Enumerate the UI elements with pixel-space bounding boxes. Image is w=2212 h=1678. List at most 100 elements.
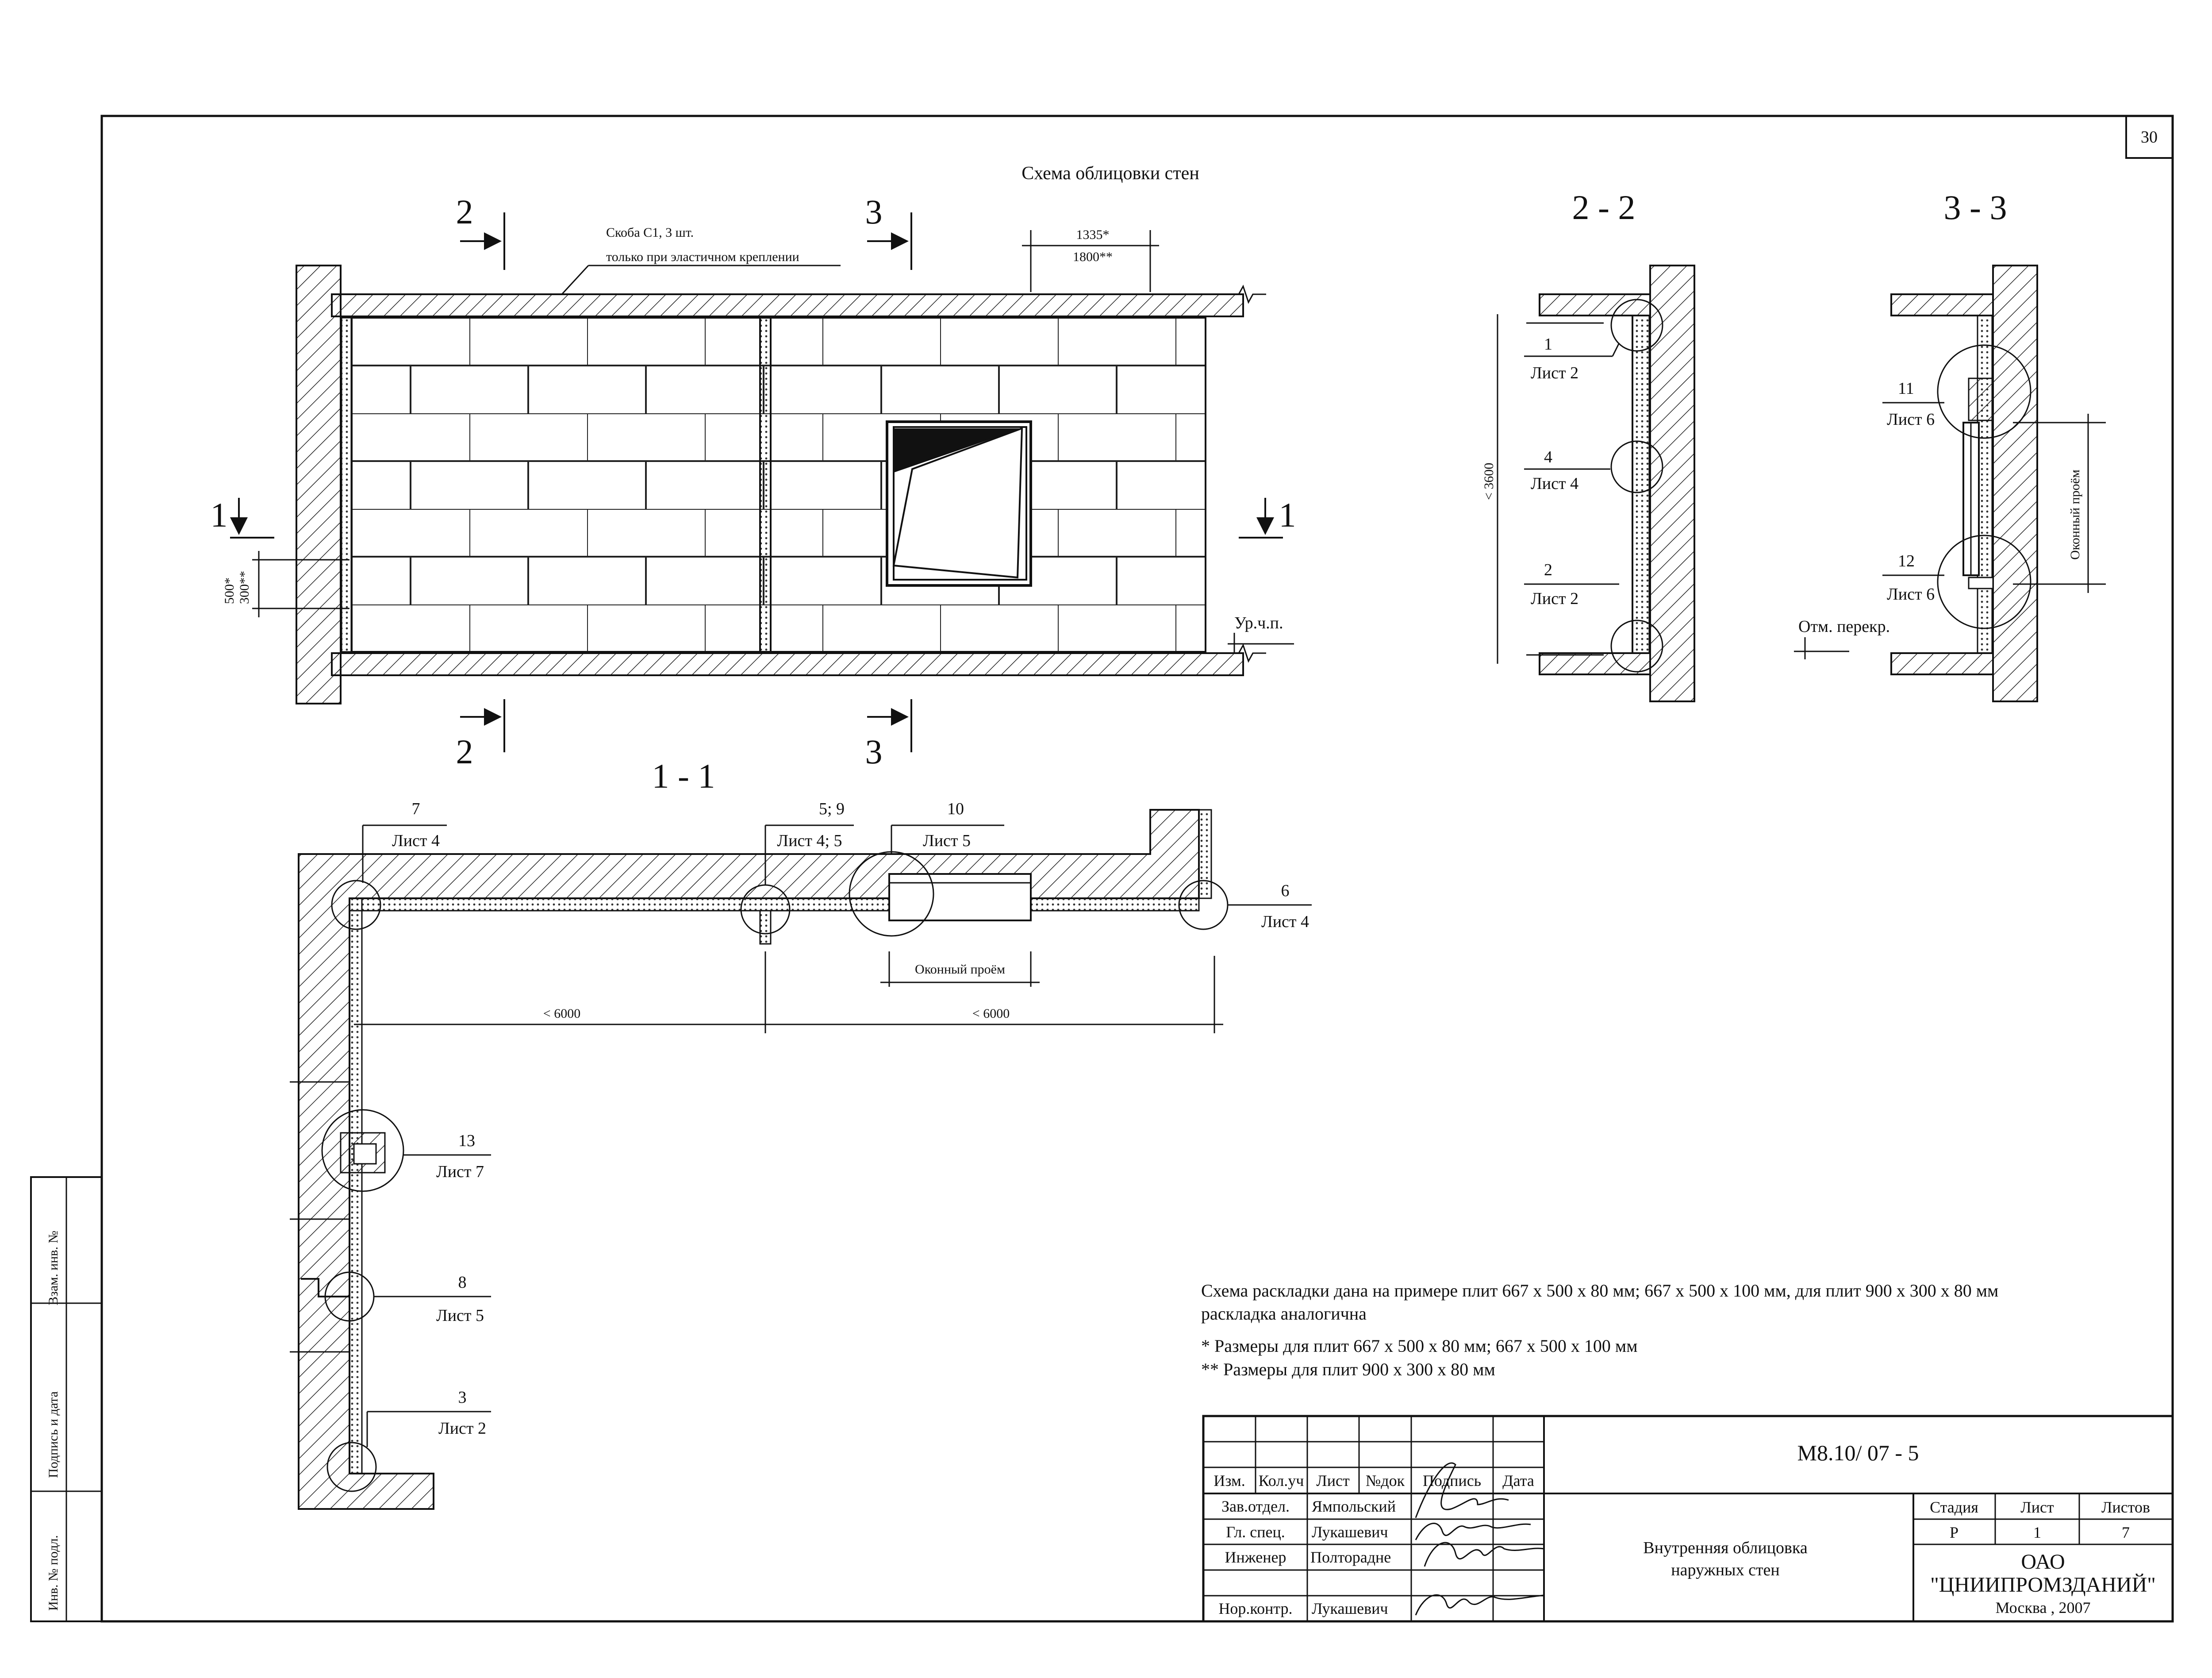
tb-header-sign: Подпись <box>1423 1472 1481 1489</box>
note-line-3: * Размеры для плит 667 х 500 х 80 мм; 66… <box>1201 1336 1638 1356</box>
plan-window <box>888 873 1032 921</box>
callout-2-2-a: 1 Лист 2 <box>1524 335 1620 382</box>
tb-name-2: Полторадне <box>1310 1548 1391 1566</box>
section-3-3-window-opening: Оконный проём <box>2068 470 2082 560</box>
stage-label: Стадия <box>1930 1498 1978 1516</box>
elevation-left-wall <box>296 265 342 704</box>
cladding-panels <box>351 317 1206 653</box>
bracket-note-1: Скоба С1, 3 шт. <box>606 225 694 240</box>
callout-plan-13: 13 Лист 7 <box>403 1131 491 1181</box>
section-2-2: 2 - 2 < 3600 1 Лист 2 4 Лист 4 2 Лист 2 <box>1482 188 1695 702</box>
sheet-value: 1 <box>2033 1524 2041 1541</box>
svg-text:Лист 2: Лист 2 <box>438 1419 486 1438</box>
stamp-replacement-inv: Взам. инв. № <box>46 1231 61 1305</box>
svg-text:Лист 4: Лист 4 <box>392 831 440 850</box>
plan-1-1-title: 1 - 1 <box>652 757 715 795</box>
svg-text:Лист 2: Лист 2 <box>1531 364 1578 382</box>
sheet-frame: 30 <box>100 115 2174 1623</box>
stamp-signature-date: Подпись и дата <box>46 1391 61 1478</box>
callout-2-2-b: 4 Лист 4 <box>1524 448 1610 493</box>
note-line-2: раскладка аналогична <box>1201 1304 1367 1324</box>
section-2-2-title: 2 - 2 <box>1572 188 1636 227</box>
tb-role-2: Инженер <box>1225 1548 1286 1566</box>
svg-text:Лист 5: Лист 5 <box>436 1306 484 1325</box>
callout-plan-7: 7 Лист 4 <box>362 800 447 883</box>
svg-text:Лист 7: Лист 7 <box>436 1162 484 1181</box>
floor-level-label: Ур.ч.п. <box>1234 614 1283 632</box>
signatures <box>1415 1462 1544 1616</box>
section-mark-3-bottom: 3 <box>865 732 883 771</box>
elevation-top-slab <box>331 293 1244 317</box>
section-3-3: 3 - 3 Оконный проём 11 Лист 6 12 Лист 6 … <box>1794 188 2106 702</box>
section-mark-2-bottom: 2 <box>456 732 473 771</box>
dim-side-1: 500* <box>222 577 237 604</box>
title-block: М8.10/ 07 - 5 Изм. Кол.уч Лист №док Подп… <box>1202 1415 2174 1623</box>
callout-2-2-c: 2 Лист 2 <box>1524 561 1619 608</box>
svg-text:8: 8 <box>458 1273 467 1292</box>
sheet-label: Лист <box>2020 1498 2054 1516</box>
svg-text:5; 9: 5; 9 <box>819 800 845 818</box>
slab-mark: Отм. перекр. <box>1794 617 1890 659</box>
svg-text:10: 10 <box>947 800 964 818</box>
svg-text:Лист 4; 5: Лист 4; 5 <box>777 831 842 850</box>
tb-header-izm: Изм. <box>1214 1472 1245 1489</box>
doc-title-1: Внутренняя облицовка <box>1643 1539 1808 1557</box>
note-line-1: Схема раскладки дана на примере плит 667… <box>1201 1281 1998 1301</box>
section-2-2-height-dim: < 3600 <box>1482 463 1496 500</box>
svg-text:Лист 2: Лист 2 <box>1531 589 1578 608</box>
side-stamp: Взам. инв. № Подпись и дата Инв. № подл. <box>30 1176 103 1622</box>
svg-text:Лист 5: Лист 5 <box>923 831 971 850</box>
bracket-note-2: только при эластичном креплении <box>606 250 799 264</box>
tb-header-kolu: Кол.уч <box>1259 1472 1304 1489</box>
svg-text:Лист 4: Лист 4 <box>1261 912 1309 931</box>
doc-title-2: наружных стен <box>1671 1561 1780 1579</box>
tb-name-0: Ямпольский <box>1312 1497 1396 1515</box>
org-line-1: ОАО <box>2021 1550 2065 1574</box>
svg-text:13: 13 <box>458 1131 475 1150</box>
svg-text:4: 4 <box>1544 448 1552 466</box>
elevation-column <box>759 317 772 653</box>
tb-header-ndok: №док <box>1366 1472 1405 1489</box>
main-title: Схема облицовки стен <box>1022 163 1199 184</box>
tb-header-list: Лист <box>1316 1472 1350 1489</box>
callout-plan-6: 6 Лист 4 <box>1228 881 1312 931</box>
tb-role-3: Нор.контр. <box>1218 1600 1292 1617</box>
dim-top-1: 1335* <box>1076 227 1110 242</box>
svg-text:1: 1 <box>1544 335 1552 354</box>
svg-text:Лист 6: Лист 6 <box>1887 410 1935 429</box>
svg-text:7: 7 <box>412 800 420 818</box>
section-mark-1-left: 1 <box>211 496 228 534</box>
section-mark-3-top: 3 <box>865 192 883 231</box>
dim-top-2: 1800** <box>1073 250 1113 264</box>
callout-plan-5-9: 5; 9 Лист 4; 5 <box>764 800 854 885</box>
sheet-number: 30 <box>2141 128 2158 146</box>
org-line-2: "ЦНИИПРОМЗДАНИЙ" <box>1930 1573 2156 1597</box>
svg-text:Отм. перекр.: Отм. перекр. <box>1798 617 1890 636</box>
sheets-label: Листов <box>2101 1498 2150 1516</box>
plan-walls <box>298 809 1200 1510</box>
tb-name-1: Лукашевич <box>1312 1523 1388 1541</box>
org-line-3: Москва , 2007 <box>1996 1599 2091 1616</box>
note-line-4: ** Размеры для плит 900 х 300 х 80 мм <box>1201 1359 1495 1379</box>
sheets-value: 7 <box>2122 1524 2130 1541</box>
stamp-original-inv: Инв. № подл. <box>46 1535 61 1611</box>
svg-text:2: 2 <box>1544 561 1552 579</box>
dim-side-2: 300** <box>237 571 252 604</box>
tb-role-0: Зав.отдел. <box>1221 1497 1290 1515</box>
svg-text:Лист 6: Лист 6 <box>1887 585 1935 604</box>
svg-text:3: 3 <box>458 1388 467 1407</box>
doc-code: М8.10/ 07 - 5 <box>1797 1440 1919 1465</box>
svg-text:Лист 4: Лист 4 <box>1531 474 1578 493</box>
notes: Схема раскладки дана на примере плит 667… <box>1201 1281 1998 1379</box>
callout-plan-10: 10 Лист 5 <box>891 800 1004 854</box>
section-mark-2-top: 2 <box>456 192 473 231</box>
stage-value: Р <box>1950 1524 1959 1541</box>
section-3-3-title: 3 - 3 <box>1944 188 2007 227</box>
svg-text:11: 11 <box>1898 379 1914 398</box>
tb-header-date: Дата <box>1502 1472 1534 1489</box>
svg-text:12: 12 <box>1898 552 1915 570</box>
elevation-view: 2 3 2 3 1 1 Скоба С1, 3 шт. только при э… <box>211 192 1296 771</box>
callout-3-3-a: 11 Лист 6 <box>1882 379 1944 429</box>
section-mark-1-right: 1 <box>1279 496 1296 534</box>
